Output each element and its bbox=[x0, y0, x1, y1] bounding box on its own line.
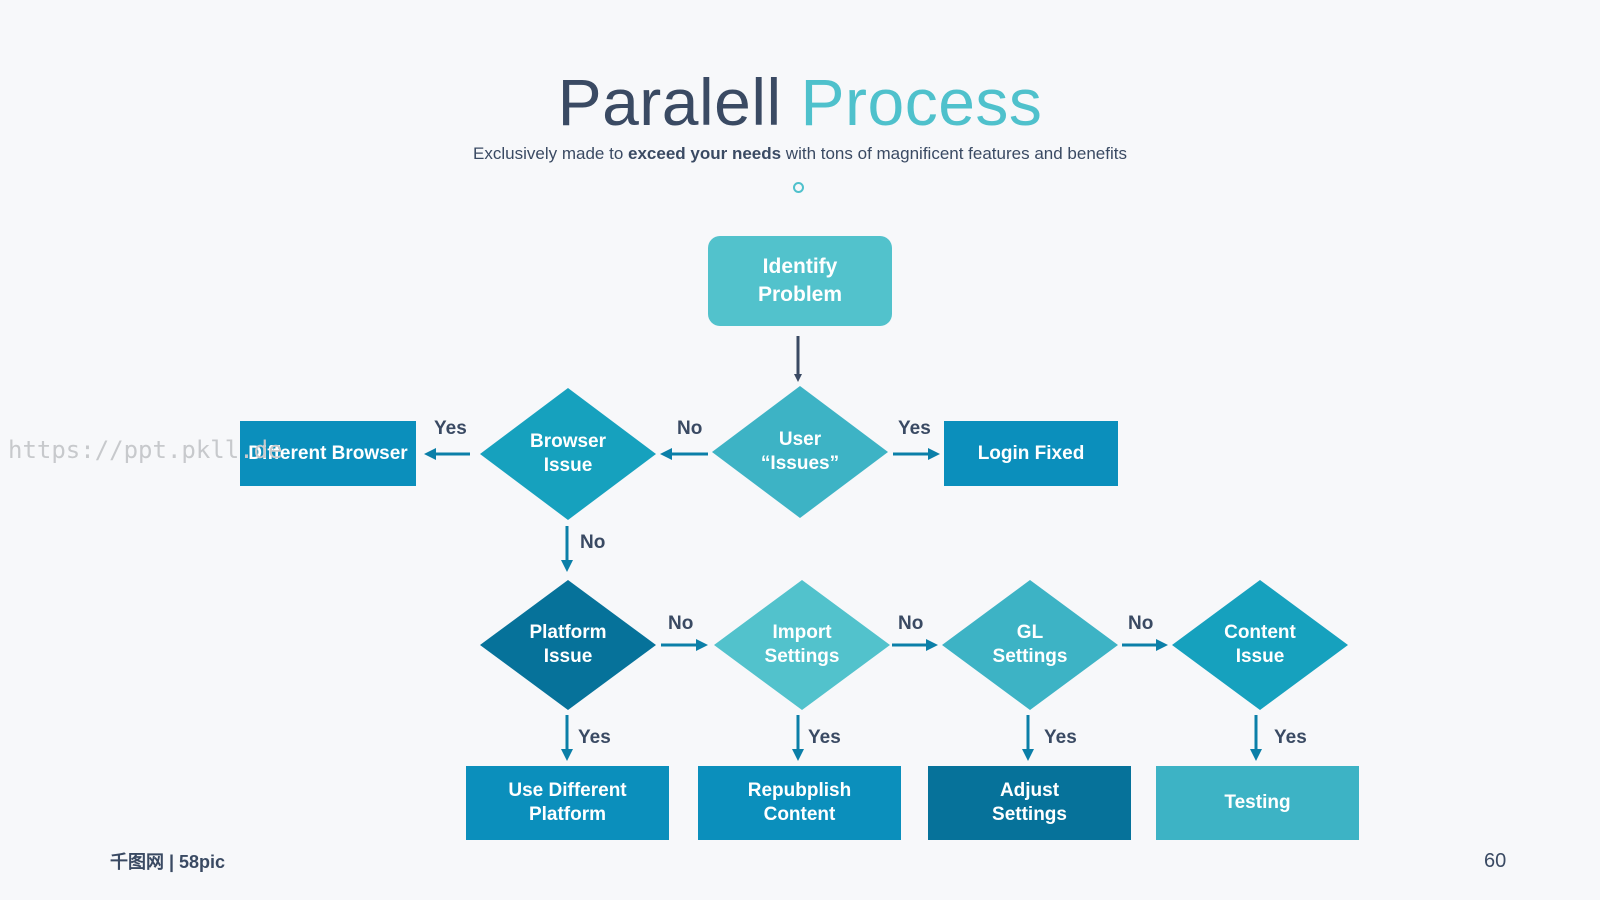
edge-label-gl-no: No bbox=[1128, 613, 1154, 634]
edge-label-browser-no: No bbox=[580, 532, 606, 553]
node-identify-problem: Identify Problem bbox=[708, 236, 892, 326]
node-platform-issue: Platform Issue bbox=[480, 580, 656, 710]
node-adjust-settings: Adjust Settings bbox=[928, 766, 1131, 840]
node-republish-content-label: Repubplish Content bbox=[747, 780, 852, 825]
decorative-circle-icon bbox=[793, 182, 804, 193]
page-title: Paralell Process bbox=[0, 62, 1600, 142]
node-platform-issue-label: Platform Issue bbox=[529, 622, 607, 667]
node-use-different-platform: Use Different Platform bbox=[466, 766, 669, 840]
node-import-settings-label: Import Settings bbox=[764, 622, 840, 667]
footer-logo: 千图网 | 58pic bbox=[110, 852, 226, 872]
subtitle-pre: Exclusively made to bbox=[473, 144, 628, 163]
node-use-different-platform-label: Use Different Platform bbox=[508, 780, 627, 825]
node-gl-settings-label: GL Settings bbox=[992, 622, 1068, 667]
node-testing: Testing bbox=[1156, 766, 1359, 840]
watermark-text: https://ppt.pkll.de bbox=[8, 436, 283, 464]
edge-label-content-yes: Yes bbox=[1274, 727, 1307, 748]
edge-label-import-yes: Yes bbox=[808, 727, 841, 748]
node-adjust-settings-label: Adjust Settings bbox=[992, 780, 1067, 825]
node-republish-content: Repubplish Content bbox=[698, 766, 901, 840]
node-gl-settings: GL Settings bbox=[942, 580, 1118, 710]
node-content-issue: Content Issue bbox=[1172, 580, 1348, 710]
page-number: 60 bbox=[1484, 850, 1507, 872]
edge-label-user-yes: Yes bbox=[898, 418, 931, 439]
node-different-browser: Different Browser bbox=[240, 421, 416, 486]
node-user-issues: User “Issues” bbox=[712, 386, 888, 518]
node-import-settings: Import Settings bbox=[714, 580, 890, 710]
subtitle-bold: exceed your needs bbox=[628, 144, 782, 163]
title-part-2: Process bbox=[800, 65, 1043, 139]
node-browser-issue: Browser Issue bbox=[480, 388, 656, 520]
edge-label-platform-yes: Yes bbox=[578, 727, 611, 748]
node-login-fixed: Login Fixed bbox=[944, 421, 1118, 486]
node-login-fixed-label: Login Fixed bbox=[977, 442, 1085, 464]
node-browser-issue-label: Browser Issue bbox=[529, 431, 607, 476]
node-different-browser-label: Different Browser bbox=[248, 442, 408, 464]
node-identify-label: Identify Problem bbox=[757, 255, 843, 306]
edge-label-platform-no: No bbox=[668, 613, 694, 634]
edge-label-user-no: No bbox=[677, 418, 703, 439]
node-content-issue-label: Content Issue bbox=[1224, 622, 1296, 667]
title-part-1: Paralell bbox=[557, 65, 782, 139]
edge-label-gl-yes: Yes bbox=[1044, 727, 1077, 748]
node-testing-label: Testing bbox=[1224, 792, 1291, 813]
page-subtitle: Exclusively made to exceed your needs wi… bbox=[0, 144, 1600, 164]
edge-label-import-no: No bbox=[898, 613, 924, 634]
subtitle-post: with tons of magnificent features and be… bbox=[781, 144, 1127, 163]
node-user-issues-label: User “Issues” bbox=[760, 429, 840, 474]
edge-label-browser-yes: Yes bbox=[434, 418, 467, 439]
